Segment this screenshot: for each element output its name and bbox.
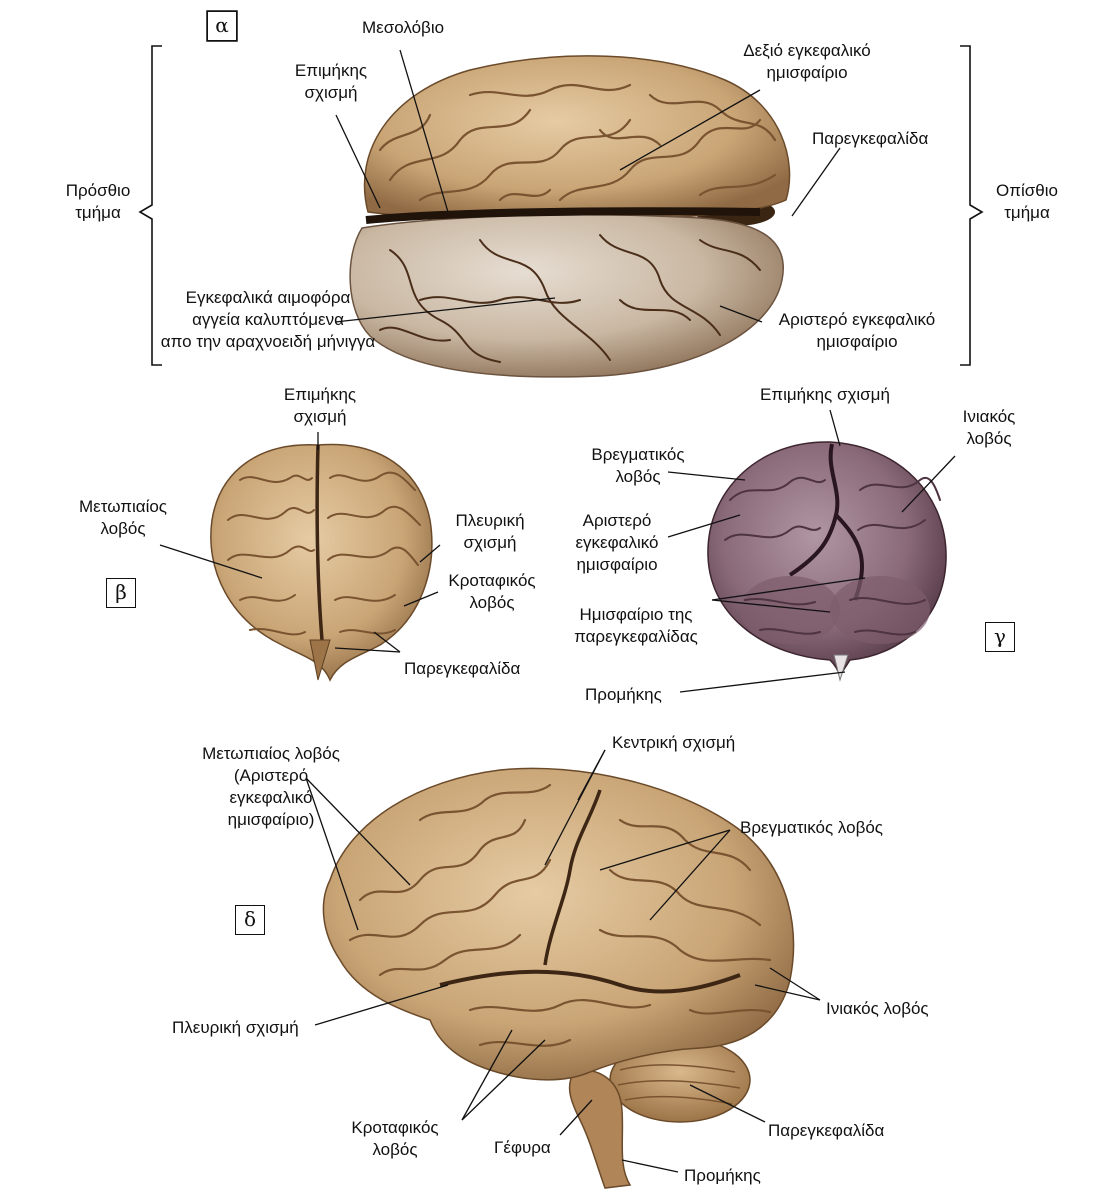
label-kentriki-delta: Κεντρική σχισμή bbox=[612, 733, 736, 752]
front-brain-shape bbox=[210, 443, 433, 682]
label-paregkefalida-delta: Παρεγκεφαλίδα bbox=[768, 1121, 885, 1140]
label-vregmatikos-gamma: Βρεγματικός λοβός bbox=[591, 445, 685, 486]
label-vregmatikos-delta: Βρεγματικός λοβός bbox=[740, 818, 883, 837]
right-bracket bbox=[960, 45, 984, 366]
panel-tag-delta: δ bbox=[235, 905, 265, 935]
rear-cerebellum-left bbox=[740, 576, 840, 644]
rear-cerebellum-right bbox=[830, 576, 930, 644]
central-sulcus bbox=[543, 789, 602, 966]
leaders-gamma bbox=[667, 409, 956, 693]
panel-tag-beta: β bbox=[106, 578, 136, 608]
rear-stem bbox=[833, 654, 849, 682]
label-iniakos-delta: Ινιακός λοβός bbox=[826, 999, 929, 1018]
label-gefyra-delta: Γέφυρα bbox=[494, 1138, 551, 1157]
vessels-alpha-lower bbox=[379, 234, 761, 363]
gyri-beta bbox=[227, 471, 421, 636]
front-fissure bbox=[315, 444, 324, 641]
label-paregkefalida-alpha: Παρεγκεφαλίδα bbox=[812, 129, 929, 148]
label-mesolobio: Μεσολόβιο bbox=[362, 18, 445, 37]
gyri-delta bbox=[348, 783, 772, 1047]
label-metopiaios-beta: Μετωπιαίος λοβός bbox=[78, 497, 167, 538]
gyri-gamma bbox=[724, 476, 941, 636]
label-pleuriki-delta: Πλευρική σχισμή bbox=[172, 1018, 299, 1037]
panel-tag-gamma: γ bbox=[985, 622, 1015, 652]
label-epimikis-alpha: Επιμήκης σχισμή bbox=[294, 61, 368, 102]
label-aggeia: Εγκεφαλικά αιμοφόρα αγγεία καλυπτόμενα α… bbox=[160, 288, 376, 351]
label-prosthio: Πρόσθιο τμήμα bbox=[65, 181, 131, 222]
label-promikis-gamma: Προμήκης bbox=[585, 685, 662, 704]
panel-delta bbox=[305, 749, 821, 1189]
cerebrum-shape bbox=[322, 767, 795, 1081]
label-epimikis-gamma: Επιμήκης σχισμή bbox=[760, 385, 890, 404]
cerebellum-folia bbox=[617, 1064, 741, 1105]
label-dexio-hemisphere: Δεξιό εγκεφαλικό ημισφαίριο bbox=[743, 41, 871, 82]
left-bracket bbox=[138, 45, 162, 366]
label-aristero-gamma: Αριστερό εγκεφαλικό ημισφαίριο bbox=[575, 511, 659, 574]
label-pleuriki-beta: Πλευρική σχισμή bbox=[455, 511, 525, 552]
label-iniakos-gamma: Ινιακός λοβός bbox=[962, 407, 1016, 448]
leaders-alpha bbox=[334, 49, 841, 323]
label-promikis-delta: Προμήκης bbox=[684, 1166, 761, 1185]
label-opisthio: Οπίσθιο τμήμα bbox=[996, 181, 1058, 222]
label-epimikis-beta: Επιμήκης σχισμή bbox=[283, 385, 357, 426]
label-krotafikos-delta: Κροταφικός λοβός bbox=[351, 1118, 439, 1159]
label-paregkefalida-beta: Παρεγκεφαλίδα bbox=[404, 659, 521, 678]
panel-alpha bbox=[138, 10, 984, 378]
panel-gamma bbox=[667, 409, 956, 693]
panel-tag-alpha: α bbox=[207, 11, 237, 41]
label-krotafikos-beta: Κροταφικός λοβός bbox=[448, 571, 536, 612]
brainstem-shape bbox=[568, 1069, 632, 1189]
gyri-alpha-upper bbox=[378, 83, 777, 202]
lateral-fissure bbox=[439, 969, 741, 994]
longitudinal-fissure bbox=[365, 207, 761, 224]
rear-brain-shape bbox=[707, 441, 947, 678]
label-imisfairio-gamma: Ημισφαίριο της παρεγκεφαλίδας bbox=[574, 605, 698, 646]
front-stem bbox=[309, 639, 331, 681]
leaders-beta bbox=[159, 432, 441, 653]
label-metopiaios-delta: Μετωπιαίος λοβός (Αριστερό εγκεφαλικό ημ… bbox=[202, 744, 340, 829]
label-aristero-hemisphere-alpha: Αριστερό εγκεφαλικό ημισφαίριο bbox=[778, 310, 936, 351]
leaders-delta bbox=[305, 749, 821, 1173]
panel-beta bbox=[159, 432, 441, 682]
